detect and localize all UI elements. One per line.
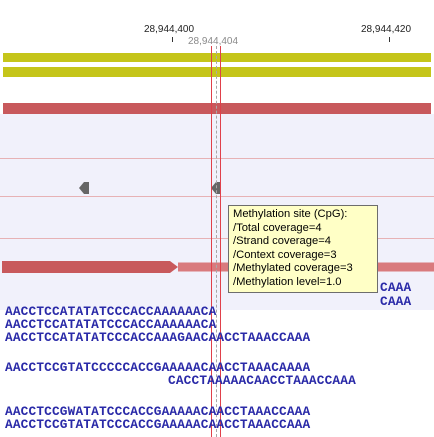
ruler-tick-left xyxy=(172,37,173,42)
read-sequence-clipped[interactable]: CAAA xyxy=(380,294,412,309)
methylation-tooltip: Methylation site (CpG): /Total coverage=… xyxy=(228,205,378,293)
read-sequence[interactable]: AACCTCCATATATCCCACCAAAAAACA xyxy=(5,304,217,319)
tooltip-line: /Strand coverage=4 xyxy=(233,235,331,248)
tooltip-line: /Methylated coverage=3 xyxy=(233,262,353,275)
annotation-band-red[interactable] xyxy=(3,103,431,114)
read-sequence[interactable]: AACCTCCGTATCCCCCACCGAAAAACAACCTAAACAAAA xyxy=(5,360,311,375)
cursor-line-center xyxy=(216,46,217,437)
read-sequence[interactable]: AACCTCCGWATATCCCACCGAAAAACAACCTAAACCAAA xyxy=(5,404,311,419)
cursor-line-right xyxy=(220,46,221,437)
annotation-band-yellow-1[interactable] xyxy=(3,53,431,62)
tooltip-line: /Context coverage=3 xyxy=(233,248,337,261)
read-sequence-clipped[interactable]: CAAA xyxy=(380,280,412,295)
cursor-position-label: 28,944,404 xyxy=(188,36,239,47)
cursor-line-left xyxy=(211,46,212,437)
track-separator-1 xyxy=(0,158,434,159)
track-separator-2 xyxy=(0,196,434,197)
tooltip-title: Methylation site (CpG): xyxy=(233,208,348,220)
read-sequence[interactable]: AACCTCCATATATCCCACCAAAGAACAACCTAAACCAAA xyxy=(5,330,311,345)
read-sequence[interactable]: AACCTCCGTATATCCCACCGAAAAACAACCTAAACCAAA xyxy=(5,417,311,432)
annotation-band-yellow-2[interactable] xyxy=(3,67,431,77)
tooltip-line: /Total coverage=4 xyxy=(233,221,322,234)
tooltip-line: /Methylation level=1.0 xyxy=(233,275,342,288)
read-sequence[interactable]: CACCTAAAAACAACCTAAACCAAA xyxy=(168,373,356,388)
read-sequence[interactable]: AACCTCCATATATCCCACCAAAAAACA xyxy=(5,317,217,332)
ruler-label-left: 28,944,400 xyxy=(144,24,195,35)
ruler-tick-right xyxy=(389,37,390,42)
track-separator-3 xyxy=(0,238,434,239)
reverse-strand-arrow-icon[interactable] xyxy=(79,182,89,194)
ruler-label-right: 28,944,420 xyxy=(361,24,412,35)
